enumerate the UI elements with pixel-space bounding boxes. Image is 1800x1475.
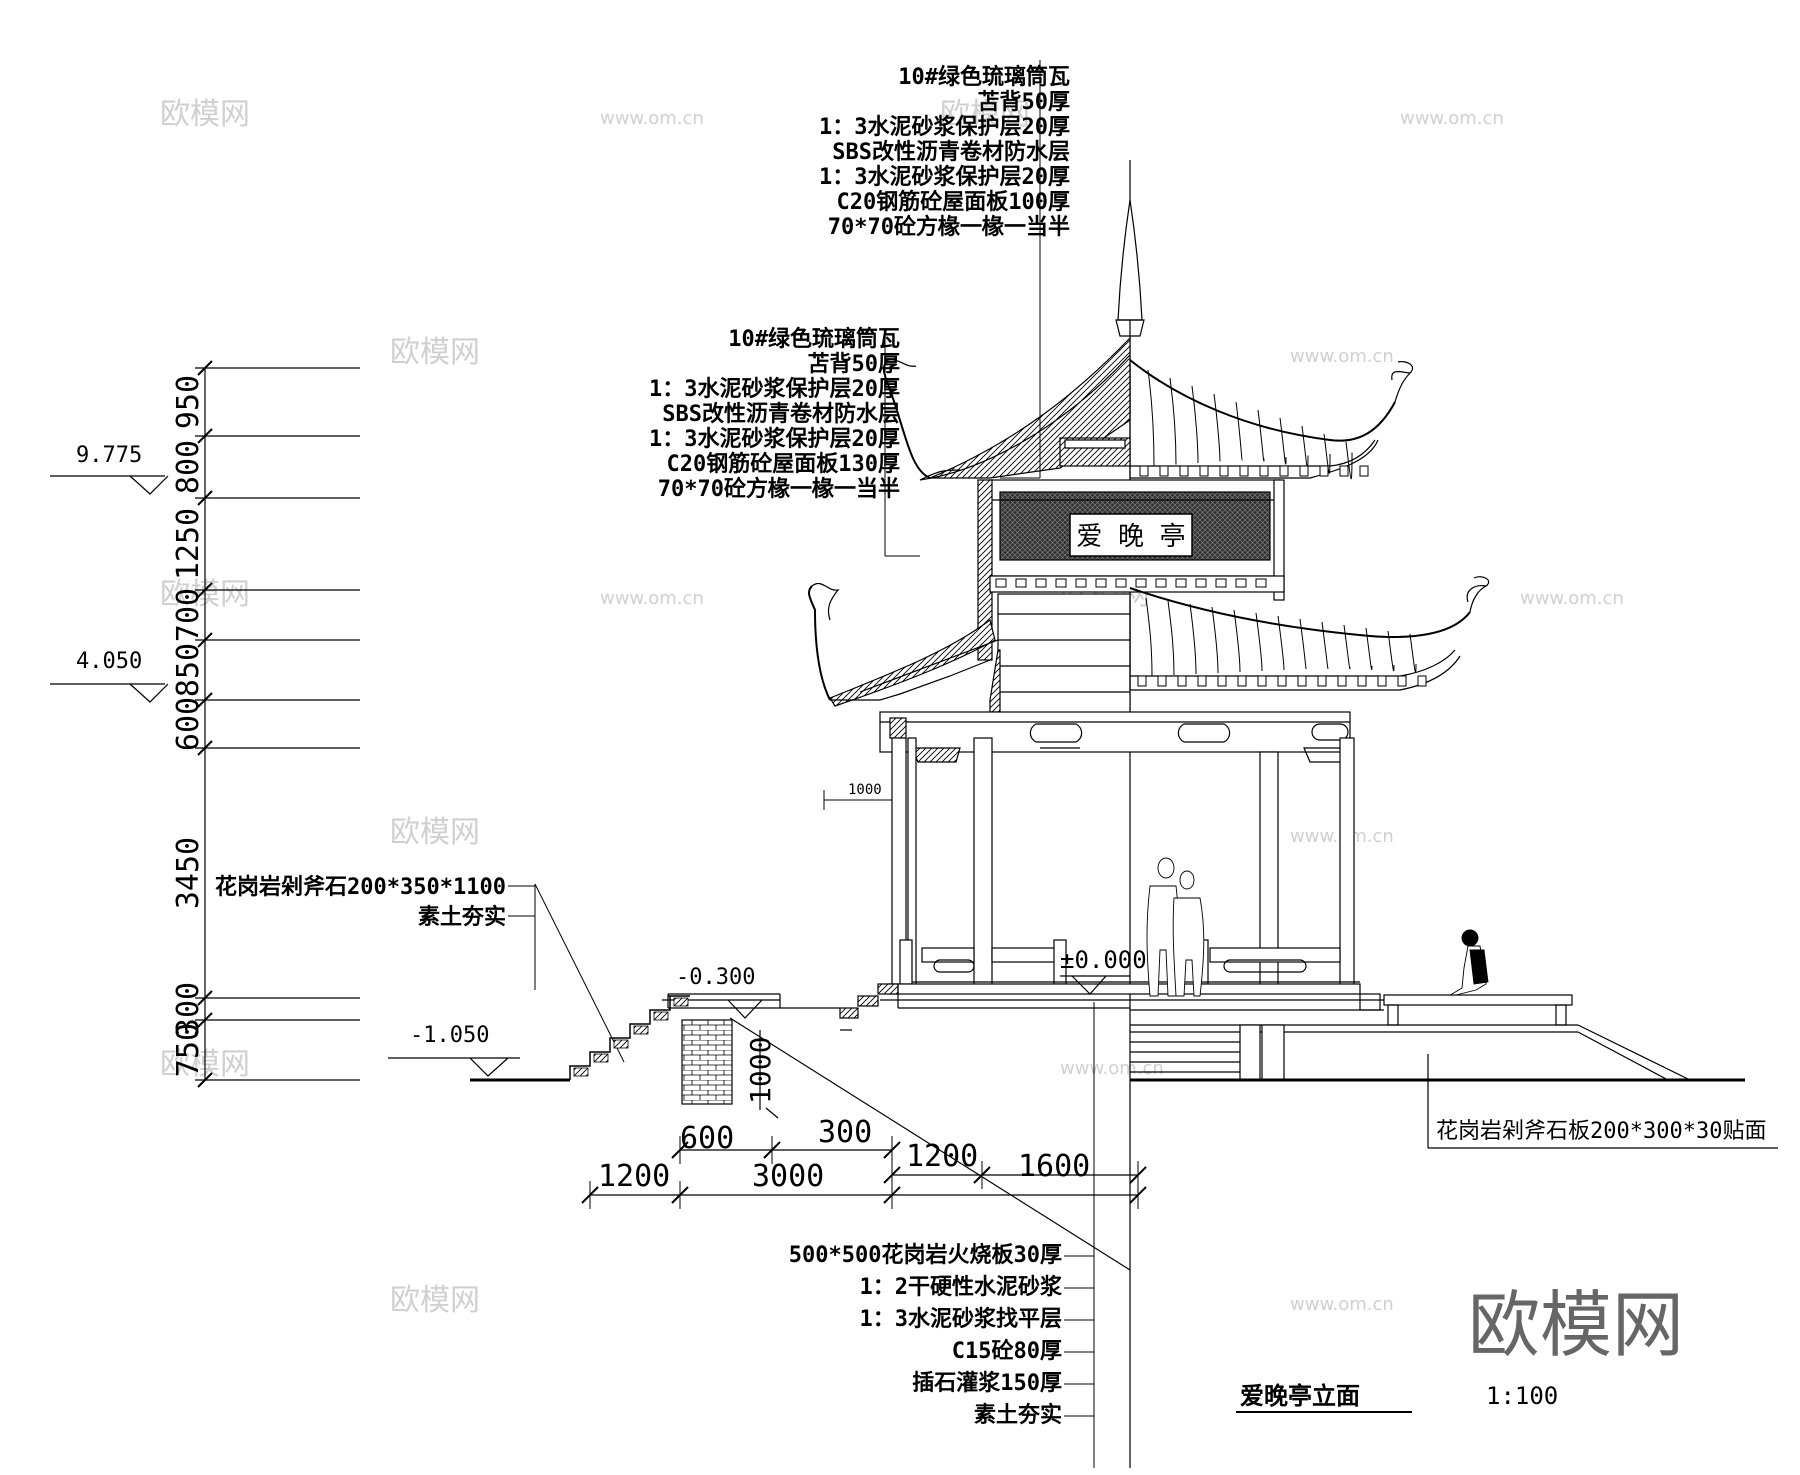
- note-line: 苫背50厚: [808, 352, 901, 377]
- note-line: 苫背50厚: [978, 90, 1071, 115]
- note-line: 1：3水泥砂浆保护层20厚: [649, 426, 900, 452]
- note-line: 素土夯实: [974, 1402, 1062, 1428]
- watermark-text: www.om.cn: [1400, 108, 1504, 129]
- note-line: 1：2干硬性水泥砂浆: [860, 1274, 1063, 1300]
- vdim-label: 1250: [171, 508, 206, 580]
- vdim-tick: [197, 692, 213, 708]
- vdim-tick: [197, 740, 213, 756]
- roof-finial: [1115, 199, 1145, 337]
- vdim-label: 300: [171, 982, 206, 1036]
- note-line: 素土夯实: [418, 904, 506, 930]
- vdim-tick: [197, 428, 213, 444]
- vdim-label: 3450: [171, 837, 206, 909]
- hdim-600: 600: [680, 1121, 734, 1156]
- note-line: 1：3水泥砂浆保护层20厚: [819, 164, 1070, 190]
- vdim-tick: [197, 490, 213, 506]
- note-line: C20钢筋砼屋面板130厚: [667, 451, 900, 477]
- vdim-tick: [197, 1072, 213, 1088]
- hdim-1600: 1600: [1018, 1149, 1090, 1184]
- upper-roof: [882, 336, 1414, 481]
- note-line: 1：3水泥砂浆找平层: [860, 1306, 1063, 1332]
- elevation-minus-0300: -0.300: [676, 965, 755, 990]
- vdim-tick: [197, 582, 213, 598]
- watermark-text: www.om.cn: [600, 108, 704, 129]
- left-stairs-section: [470, 983, 1131, 1271]
- right-terrace: [1130, 994, 1778, 1149]
- vdim-label: 700: [171, 588, 206, 642]
- vdim-label: 850: [171, 643, 206, 697]
- note-line: 10#绿色琉璃筒瓦: [898, 64, 1070, 90]
- upper-roof-notes: 10#绿色琉璃筒瓦苫背50厚1：3水泥砂浆保护层20厚SBS改性沥青卷材防水层1…: [819, 64, 1070, 240]
- note-line: 花岗岩剁斧石200*350*1100: [215, 874, 506, 900]
- hdim-3000: 3000: [752, 1159, 824, 1194]
- watermark-text: www.om.cn: [600, 588, 704, 609]
- step-notes: 花岗岩剁斧石200*350*1100 素土夯实: [215, 874, 506, 930]
- vdim-tick: [197, 632, 213, 648]
- hdim-1000-column: 1000: [848, 782, 882, 798]
- elevation-9775: 9.775: [76, 443, 142, 468]
- vdim-tick: [197, 360, 213, 376]
- facing-note: 花岗岩剁斧石板200*300*30贴面: [1436, 1119, 1766, 1144]
- note-line: C20钢筋砼屋面板100厚: [837, 189, 1070, 215]
- note-line: 1：3水泥砂浆保护层20厚: [649, 376, 900, 402]
- brand-watermark: 欧模网: [1468, 1283, 1684, 1367]
- elevation-markers: [50, 475, 1130, 1077]
- watermark-text: www.om.cn: [1060, 1058, 1164, 1079]
- elevation-minus-1050: -1.050: [410, 1023, 489, 1048]
- hdim-1200-center: 1200: [906, 1139, 978, 1174]
- watermark-text: www.om.cn: [1520, 588, 1624, 609]
- watermark-text: 欧模网: [940, 97, 1030, 132]
- vdim-label: 800: [171, 440, 206, 494]
- note-line: 1：3水泥砂浆保护层20厚: [819, 114, 1070, 140]
- note-line: 70*70砼方椽一椽一当半: [828, 214, 1070, 240]
- vdim-tick: [197, 990, 213, 1006]
- hdim-1200-left: 1200: [598, 1159, 670, 1194]
- vdim-label: 600: [171, 697, 206, 751]
- lower-roof-notes: 10#绿色琉璃筒瓦苫背50厚1：3水泥砂浆保护层20厚SBS改性沥青卷材防水层1…: [649, 326, 900, 502]
- watermark-text: www.om.cn: [1290, 1294, 1394, 1315]
- elevation-4050: 4.050: [76, 649, 142, 674]
- note-line: 70*70砼方椽一椽一当半: [658, 476, 900, 502]
- elevation-0000: ±0.000: [1060, 946, 1147, 974]
- watermark-text: 欧模网: [160, 97, 250, 132]
- vdim-tick: [197, 1012, 213, 1028]
- note-line: SBS改性沥青卷材防水层: [832, 139, 1070, 165]
- note-line: C15砼80厚: [952, 1338, 1062, 1364]
- note-line: 500*500花岗岩火烧板30厚: [789, 1242, 1062, 1268]
- human-figures: [1146, 857, 1489, 1005]
- lower-storey: [879, 711, 1384, 1011]
- vdim-label: 750: [171, 1023, 206, 1077]
- leader-lines: [534, 60, 1095, 1468]
- note-line: SBS改性沥青卷材防水层: [662, 401, 900, 427]
- note-line: 插石灌浆150厚: [912, 1370, 1062, 1396]
- lower-roof: [807, 576, 1490, 713]
- vdim-label: 950: [171, 375, 206, 429]
- drawing-scale: 1:100: [1486, 1382, 1558, 1410]
- dim-1000-stair: [759, 1030, 779, 1119]
- watermark-text: www.om.cn: [1290, 346, 1394, 367]
- note-line: 10#绿色琉璃筒瓦: [728, 326, 900, 352]
- vdim-1000-stair: 1000: [744, 1037, 777, 1104]
- watermark-text: 欧模网: [390, 335, 480, 370]
- watermark-layer: 欧模网 www.om.cn 欧模网 www.om.cn 欧模网 www.om.cn 欧模网 w…: [160, 97, 1624, 1318]
- hdim-300: 300: [818, 1115, 872, 1150]
- drawing-title: 爱晚亭立面: [1240, 1382, 1360, 1410]
- dim-1000-column: [823, 790, 893, 810]
- watermark-text: 欧模网: [390, 815, 480, 850]
- signboard: [1069, 513, 1193, 557]
- upper-storey: [977, 479, 1285, 715]
- watermark-text: 欧模网: [390, 1283, 480, 1318]
- signboard-text: 爱 晚 亭: [1076, 522, 1185, 552]
- floor-notes: 500*500花岗岩火烧板30厚 1：2干硬性水泥砂浆 1：3水泥砂浆找平层 C15砼…: [789, 1242, 1063, 1428]
